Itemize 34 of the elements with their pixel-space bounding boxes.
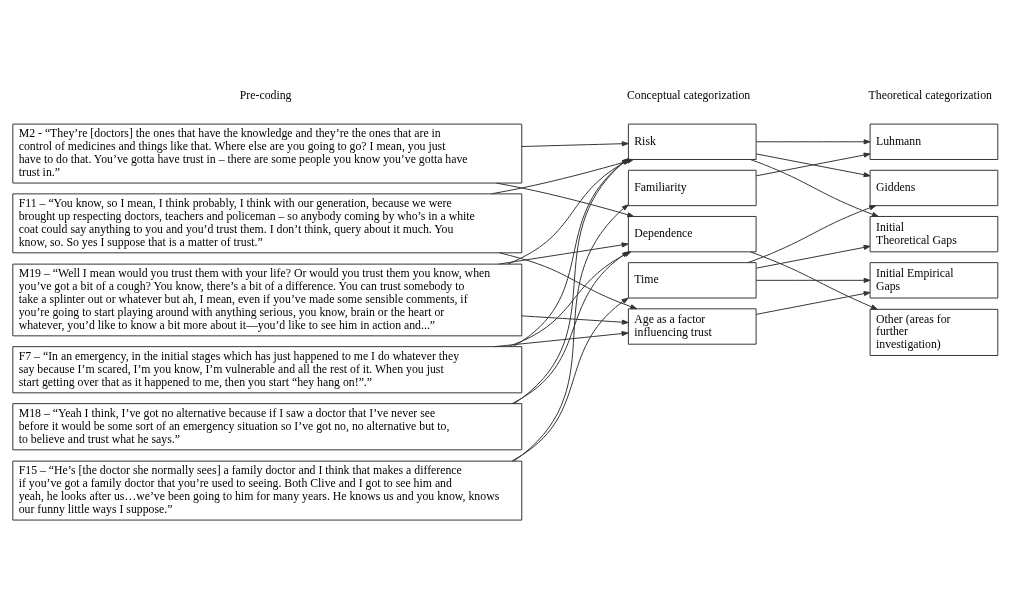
node-box: Risk <box>627 123 757 160</box>
arrow <box>755 244 871 269</box>
node-box: Dependence <box>627 216 757 253</box>
arrow <box>521 141 629 147</box>
arrow <box>511 251 629 405</box>
node-box: Familiarity <box>627 169 757 207</box>
arrow <box>755 277 871 283</box>
arrow <box>513 204 629 462</box>
arrow <box>521 315 629 325</box>
arrow <box>755 291 871 315</box>
label: Conceptual categorization <box>626 87 751 102</box>
node-box: Initial Theoretical Gaps <box>869 216 999 253</box>
arrow <box>750 159 879 217</box>
arrow <box>496 182 635 218</box>
node-box: F11 – “You know, so I mean, I think probably, I think with our generation, because we were brought up respecting doctors, teachers and policeman – so anybody coming by who’s in a white coat could say anything to you and you’d trust them. I don’t think, query about it much. You know, so. So yes I suppose that is a matter of trust.” <box>12 193 523 254</box>
node-box: F15 – “He’s [the doctor she normally sees] a family doctor and I think that makes a difference if you’ve got a family doctor that you’re used to seeing. Both Clive and I got to see him and yeah, he looks after us…we’ve been going to him for many years. He knows us and you know, knows our funny little ways I suppose.” <box>12 460 523 521</box>
node-box: Time <box>627 262 757 299</box>
node-box: Initial Empirical Gaps <box>869 262 999 299</box>
node-box: M19 – “Well I mean would you trust them with your life? Or would you trust them you know, when you’ve got a bit of a cough? You know, there’s a bit of a difference. You can trust somebody to take a splinter out or whatever but ah, I mean, even if you’ve made some sensible comments, if you’re going to start playing around with anything serious, you know, brain or the heart or whatever, you’d like to know a bit more about it—you’d like to see him in action and...” <box>12 263 523 337</box>
node-box: Age as a factor influencing trust <box>627 308 757 345</box>
node-box: Luhmann <box>869 123 999 160</box>
node-box: Other (areas for further investigation) <box>869 308 999 356</box>
node-box: F7 – “In an emergency, in the initial stages which has just happened to me I do whatever they say because I’m scared, I’m you know, I’m vulnerable and all the rest of it. When you just start getting over that as it happened to me, then you start “hey hang on!”.” <box>12 346 523 394</box>
label: Theoretical categorization <box>868 87 992 102</box>
arrow <box>750 251 878 310</box>
arrow <box>755 139 871 145</box>
node-box: M18 – “Yeah I think, I’ve got no alternative because if I saw a doctor that I’ve never see before it would be some sort of an emergency situation so I’ve got no, no alternative but to, to believe and trust what he says.” <box>12 403 523 451</box>
arrow <box>747 205 877 264</box>
arrow <box>511 297 629 462</box>
node-box: M2 - “They’re [doctors] the ones that have the knowledge and they’re the ones that are in control of medicines and things like that. Where else are you going to go? I mean, you just have to do that. You’ve gotta have trust in – there are some people you know you’ve gotta have trust in.” <box>12 123 523 184</box>
arrow <box>493 331 629 348</box>
label: Pre-coding <box>239 87 292 102</box>
node-box: Giddens <box>869 169 999 207</box>
arrow <box>498 242 629 265</box>
